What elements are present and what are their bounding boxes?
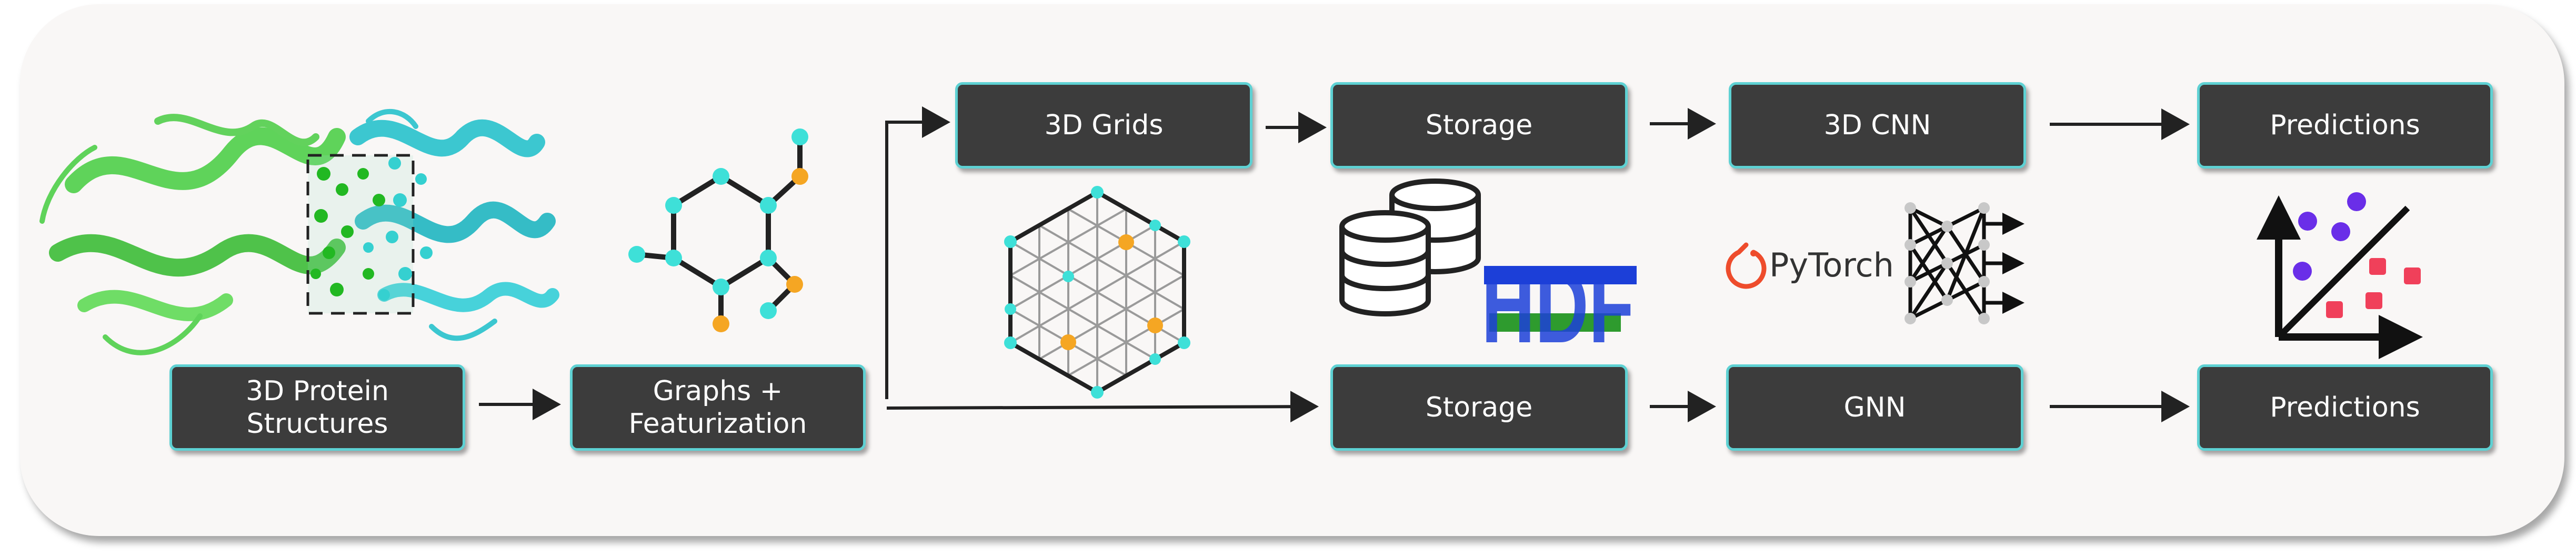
node-graphs-featurization: Graphs + Featurization	[570, 364, 866, 451]
prediction-scatter-icon	[2257, 192, 2423, 359]
node-predictions-bottom: Predictions	[2197, 364, 2493, 451]
node-storage-top-label: Storage	[1425, 110, 1533, 141]
node-3d-grids-label: 3D Grids	[1044, 110, 1164, 141]
svg-text:HDF: HDF	[1481, 247, 1634, 365]
protein-structure-image	[39, 109, 559, 355]
node-3d-grids: 3D Grids	[955, 82, 1252, 169]
node-storage-bottom: Storage	[1330, 364, 1628, 451]
node-gnn-label: GNN	[1843, 392, 1906, 423]
node-predictions-top: Predictions	[2197, 82, 2493, 169]
arrow-graphs-to-storage-bottom	[886, 391, 1319, 423]
database-icon	[1339, 179, 1481, 316]
node-graphs-featurization-label: Graphs + Featurization	[628, 375, 807, 440]
svg-text:PyTorch: PyTorch	[1769, 246, 1894, 284]
hdf-logo: HDF	[1481, 247, 1637, 365]
node-3d-protein-structures-label: 3D Protein Structures	[246, 375, 389, 440]
node-3d-cnn: 3D CNN	[1729, 82, 2026, 169]
molecular-graph-image	[628, 128, 808, 332]
node-predictions-top-label: Predictions	[2270, 110, 2420, 141]
3d-grid-image	[1004, 186, 1190, 399]
node-predictions-bottom-label: Predictions	[2270, 392, 2420, 423]
node-gnn: GNN	[1726, 364, 2023, 451]
arrow-graphs-to-grids	[885, 106, 950, 399]
pytorch-logo: PyTorch	[1726, 242, 1894, 289]
node-storage-top: Storage	[1330, 82, 1628, 169]
node-3d-cnn-label: 3D CNN	[1823, 110, 1931, 141]
node-3d-protein-structures: 3D Protein Structures	[169, 364, 465, 451]
node-storage-bottom-label: Storage	[1425, 392, 1533, 423]
neural-network-icon	[1905, 202, 2024, 324]
